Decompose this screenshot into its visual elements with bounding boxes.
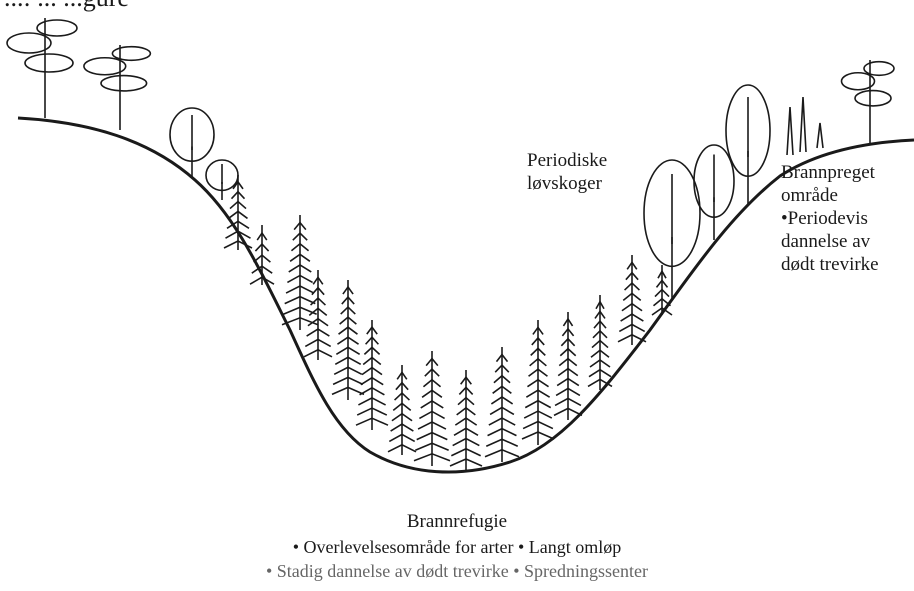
dead-snag: [817, 123, 823, 148]
label-title: Brannpreget: [781, 161, 879, 184]
label-line: løvskoger: [527, 172, 607, 195]
dead-snag: [800, 97, 806, 152]
pine-crown: [112, 47, 150, 61]
label-periodic-deciduous: Periodiske løvskoger: [527, 149, 607, 195]
pine-crown: [37, 20, 77, 36]
tree-group: [7, 18, 894, 470]
pine-crown: [101, 76, 147, 91]
label-title: Brannrefugie: [0, 510, 914, 533]
top-clipped-text: ...: ... ...gure: [4, 0, 129, 9]
label-fire-refuge: Brannrefugie • Overlevelsesområde for ar…: [0, 510, 914, 583]
label-title-2: område: [781, 184, 879, 207]
pine-crown: [864, 62, 894, 76]
label-line: dannelse av: [781, 230, 879, 253]
dead-snag: [787, 107, 793, 155]
label-line: dødt trevirke: [781, 253, 879, 276]
refuge-bullets-row-2: • Stadig dannelse av dødt trevirke • Spr…: [0, 559, 914, 583]
refuge-bullets-row-1: • Overlevelsesområde for arter • Langt o…: [0, 535, 914, 559]
label-fire-affected-area: Brannpreget område •Periodevis dannelse …: [781, 161, 879, 276]
label-line: Periodiske: [527, 149, 607, 172]
pine-crown: [855, 91, 891, 106]
pine-crown: [25, 54, 73, 72]
label-bullet: •Periodevis: [781, 207, 879, 230]
